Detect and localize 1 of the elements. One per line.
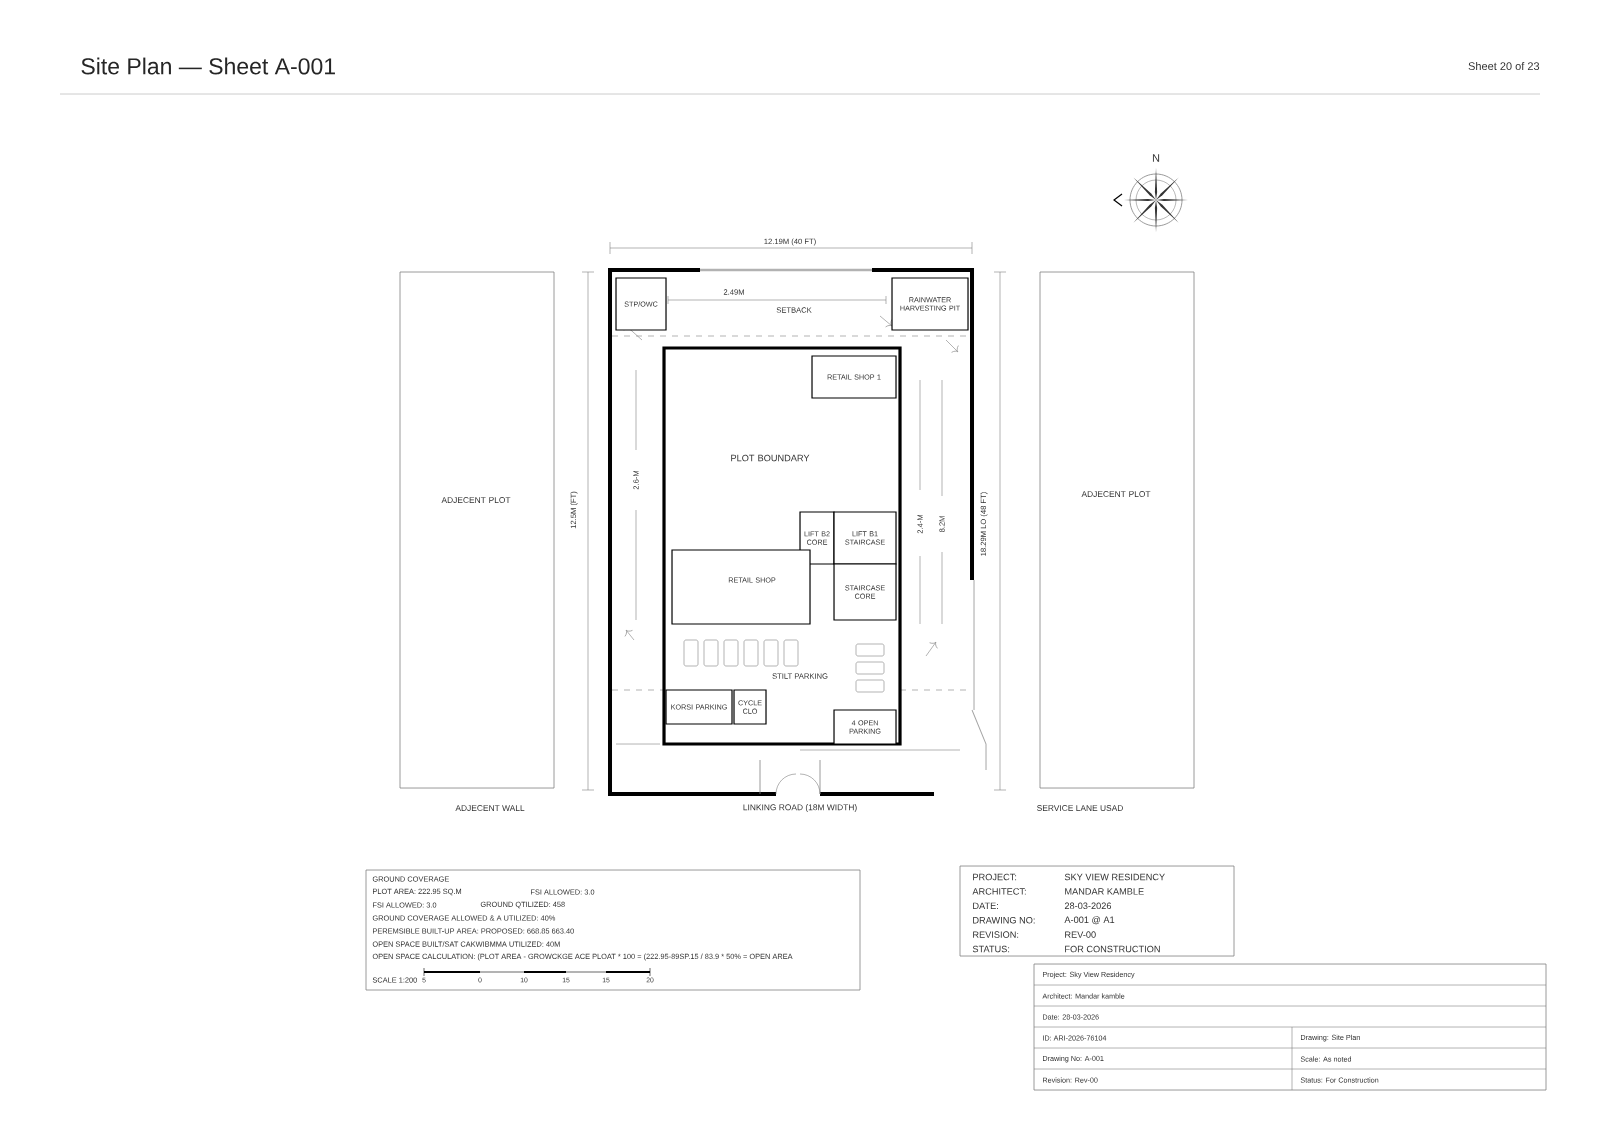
page-title: Site Plan — Sheet A-001 [81,57,335,75]
